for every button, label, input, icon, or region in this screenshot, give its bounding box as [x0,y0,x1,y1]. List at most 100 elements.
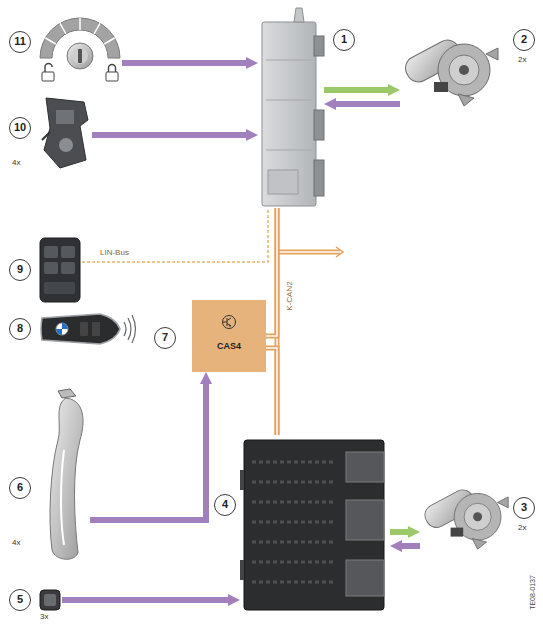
connector-line [62,597,228,603]
window-switch: 9 [38,238,82,302]
signal-arrow [62,600,228,601]
window-switch-drawing [61,262,75,274]
bus-branch [336,247,343,257]
control-module-drawing [314,160,324,196]
signal-arrow [324,90,388,91]
quantity-label: 2x [518,523,526,533]
window-motor: 22x [400,18,500,110]
callout-number: 10 [9,117,31,139]
signal-arrow [336,104,400,105]
callout-number: 6 [9,477,31,499]
quantity-label: 2x [518,55,526,65]
door-lock-drawing [59,138,73,152]
key-fob-drawing [56,323,68,335]
control-module: 1 [258,18,324,208]
signal-arrow [92,135,246,136]
junction-box-drawing [346,560,384,596]
window-switch-drawing [61,246,75,258]
signal-arrow [90,384,206,520]
junction-box-drawing [346,452,384,482]
callout-number: 4 [214,494,236,516]
quantity-label: 3x [40,612,48,622]
connector-line [266,348,277,435]
connector-line [324,87,388,93]
key-fob-drawing [124,315,136,343]
control-module-drawing [314,36,324,56]
key-fob-drawing [56,323,68,335]
window-switch-drawing [44,262,58,274]
quantity-label: 4x [12,158,20,168]
control-module-drawing [268,170,298,194]
lock-cylinder-drawing [109,65,116,72]
signal-arrow [390,532,408,533]
bus-branch [279,251,340,253]
door-lock-drawing [42,98,88,168]
connector-line [336,101,400,107]
window-switch-drawing [40,238,80,302]
lock-cylinder-drawing [78,49,82,63]
button: 53x [38,589,62,611]
window-motor-drawing [401,36,498,106]
bus-branch [279,250,340,255]
door-lock: 104x [38,95,92,170]
window-switch-drawing [44,246,58,258]
junction-box-drawing [346,500,384,540]
door-lock-drawing [42,132,50,140]
key-fob-drawing [92,322,100,336]
bus-label: K-CAN2 [285,279,295,312]
control-module-drawing [262,22,316,206]
window-motor-drawing [421,486,508,549]
connector-line [92,132,246,138]
door-handle-drawing [50,398,83,559]
connector-line [90,384,206,520]
button-drawing [44,594,56,606]
lock-cylinder-drawing [45,64,52,72]
connector-line [266,208,277,336]
lin-bus-line [82,208,268,262]
control-module-drawing [294,8,304,22]
connector-line [122,60,246,66]
button-drawing [40,590,60,610]
key-fob-drawing [80,322,88,336]
key-symbol [223,316,236,329]
connector-line [266,348,277,435]
can-bus-line [266,348,277,435]
unit-name: CAS4 [217,341,241,352]
door-handle-drawing [58,389,76,398]
junction-box-drawing [240,470,244,490]
junction-box-drawing [240,440,384,610]
signal-arrow [122,63,246,64]
signal-arrow [402,546,420,547]
lock-cylinder-drawing [67,43,93,69]
lock-cylinder-drawing [106,72,118,81]
connector-line [390,529,408,535]
bus-branch [279,247,343,257]
callout-number: 8 [9,318,31,340]
id-transmitter: 8 [38,312,125,346]
key-fob-drawing [41,314,136,344]
lock-cylinder-drawing [45,18,114,44]
callout-number: 3 [513,497,535,519]
junction-box: 4 [240,435,390,612]
door-handle-drawing [50,389,83,559]
quantity-label: 4x [12,538,20,548]
lock-cylinder: 11 [38,10,122,78]
cas-unit: 7CAS4 [192,300,266,372]
junction-box-drawing [252,462,334,582]
callout-number: 5 [9,589,31,611]
junction-box-drawing [240,560,244,580]
junction-box-drawing [244,440,384,610]
can-bus-line [266,208,277,336]
control-module-drawing [314,110,324,140]
figure-code: TE08-0137 [527,575,536,610]
lock-cylinder-drawing [72,48,88,64]
key-symbol [221,314,237,330]
door-handle: 64x [40,395,90,560]
callout-number: 9 [9,259,31,281]
lock-cylinder-drawing [40,18,120,81]
control-module-drawing [266,60,312,150]
